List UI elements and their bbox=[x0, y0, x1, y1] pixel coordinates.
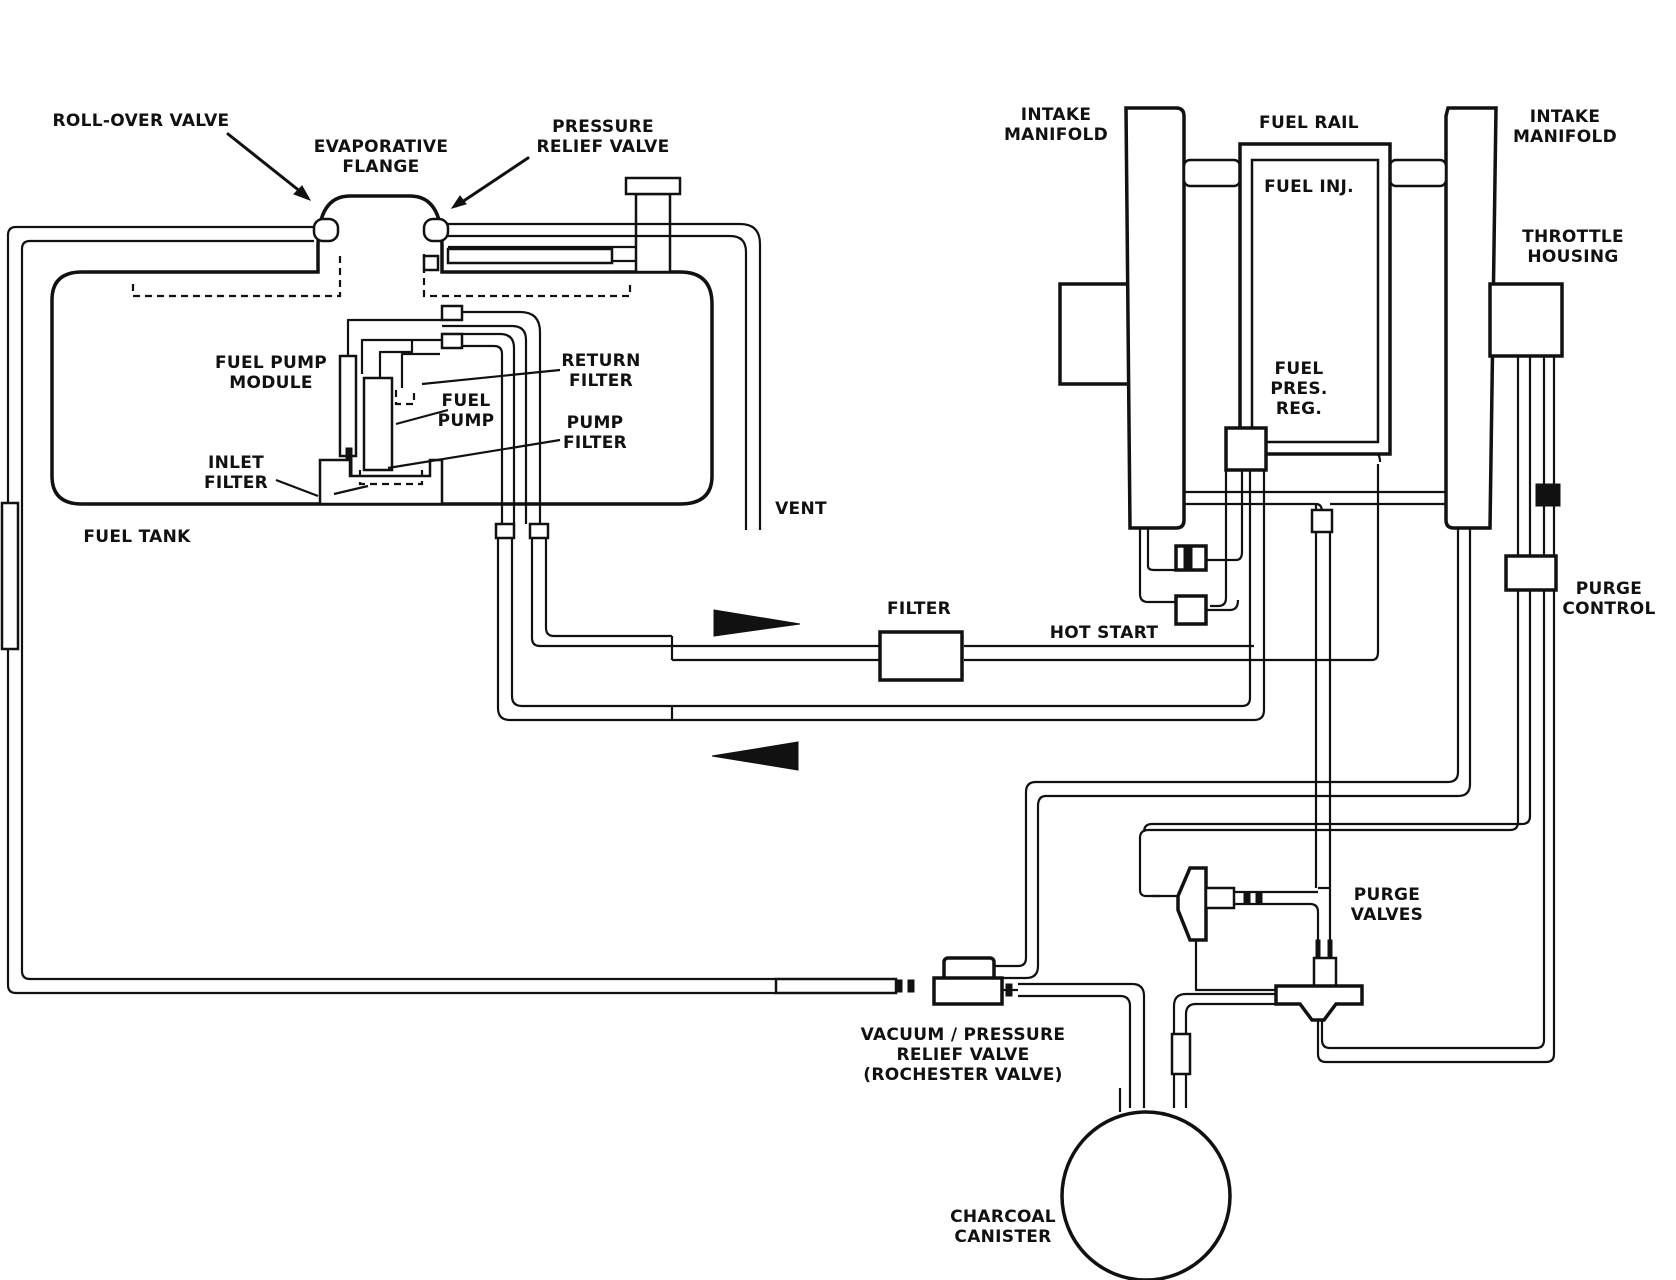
label-vacuum-pressure-3: (ROCHESTER VALVE) bbox=[863, 1065, 1062, 1085]
label-fuel-pump-1: FUEL bbox=[441, 391, 490, 411]
intake-manifold-right bbox=[1388, 106, 1564, 530]
label-purge-control-1: PURGE bbox=[1576, 579, 1642, 599]
label-fuel-pres-reg-3: REG. bbox=[1276, 399, 1322, 419]
label-intake-manifold-right-2: MANIFOLD bbox=[1513, 127, 1617, 147]
purge-control-lines bbox=[1138, 356, 1561, 1064]
label-charcoal-canister-1: CHARCOAL bbox=[950, 1207, 1056, 1227]
label-vacuum-pressure-1: VACUUM / PRESSURE bbox=[861, 1025, 1066, 1045]
purge-lines bbox=[994, 504, 1472, 980]
rochester-valve bbox=[932, 956, 1146, 1108]
vapor-line-left bbox=[0, 225, 915, 995]
label-roll-over-valve: ROLL-OVER VALVE bbox=[53, 111, 230, 131]
label-purge-valves-2: VALVES bbox=[1351, 905, 1423, 925]
label-purge-control-2: CONTROL bbox=[1562, 599, 1655, 619]
vent-lines bbox=[446, 222, 762, 530]
fuel-tank bbox=[50, 194, 714, 506]
label-pump-filter-1: PUMP bbox=[567, 413, 624, 433]
fuel-pump-module bbox=[318, 304, 542, 512]
label-evaporative-flange-2: FLANGE bbox=[342, 157, 419, 177]
label-throttle-housing-1: THROTTLE bbox=[1522, 227, 1624, 247]
label-fuel-pres-reg-1: FUEL bbox=[1274, 359, 1323, 379]
label-charcoal-canister-2: CANISTER bbox=[954, 1227, 1051, 1247]
label-intake-manifold-left-1: INTAKE bbox=[1021, 105, 1092, 125]
intake-manifold-left bbox=[1058, 106, 1242, 530]
label-fuel-pres-reg-2: PRES. bbox=[1270, 379, 1327, 399]
label-fuel-rail: FUEL RAIL bbox=[1259, 113, 1359, 133]
label-fuel-inj: FUEL INJ. bbox=[1264, 177, 1354, 197]
label-intake-manifold-left-2: MANIFOLD bbox=[1004, 125, 1108, 145]
canister-lines bbox=[1118, 992, 1276, 1112]
label-vacuum-pressure-2: RELIEF VALVE bbox=[896, 1045, 1029, 1065]
filler-neck bbox=[624, 176, 682, 274]
flow-arrow-return bbox=[711, 741, 799, 771]
fuel-filter bbox=[878, 630, 964, 682]
charcoal-canister bbox=[1060, 1110, 1232, 1280]
label-fuel-tank: FUEL TANK bbox=[83, 527, 191, 547]
label-hot-start: HOT START bbox=[1050, 623, 1159, 643]
label-pump-filter-2: FILTER bbox=[563, 433, 627, 453]
purge-valve-upper bbox=[1152, 866, 1332, 992]
label-fuel-pump-2: PUMP bbox=[438, 411, 495, 431]
pressure-relief-valve bbox=[422, 217, 450, 272]
fuel-pressure-regulator bbox=[1224, 426, 1268, 472]
label-return-filter-1: RETURN bbox=[561, 351, 640, 371]
leader-lines bbox=[226, 132, 561, 498]
engine-lines bbox=[1138, 452, 1446, 626]
label-inlet-filter-1: INLET bbox=[208, 453, 264, 473]
label-pressure-relief-valve-2: RELIEF VALVE bbox=[536, 137, 669, 157]
label-evaporative-flange-1: EVAPORATIVE bbox=[314, 137, 449, 157]
label-purge-valves-1: PURGE bbox=[1354, 885, 1420, 905]
label-inlet-filter-2: FILTER bbox=[204, 473, 268, 493]
label-return-filter-2: FILTER bbox=[569, 371, 633, 391]
label-filter: FILTER bbox=[887, 599, 951, 619]
purge-valve-lower bbox=[1274, 939, 1364, 1022]
label-vent: VENT bbox=[775, 499, 827, 519]
label-fuel-pump-module-2: MODULE bbox=[229, 373, 313, 393]
supply-return-lines bbox=[494, 464, 1380, 722]
label-fuel-pump-module-1: FUEL PUMP bbox=[215, 353, 327, 373]
label-pressure-relief-valve-1: PRESSURE bbox=[552, 117, 654, 137]
roll-over-valve bbox=[312, 217, 340, 243]
label-intake-manifold-right-1: INTAKE bbox=[1530, 107, 1601, 127]
label-throttle-housing-2: HOUSING bbox=[1527, 247, 1618, 267]
flow-arrow-supply bbox=[713, 609, 801, 637]
diagram-labels: ROLL-OVER VALVE EVAPORATIVE FLANGE PRESS… bbox=[53, 105, 1656, 1247]
